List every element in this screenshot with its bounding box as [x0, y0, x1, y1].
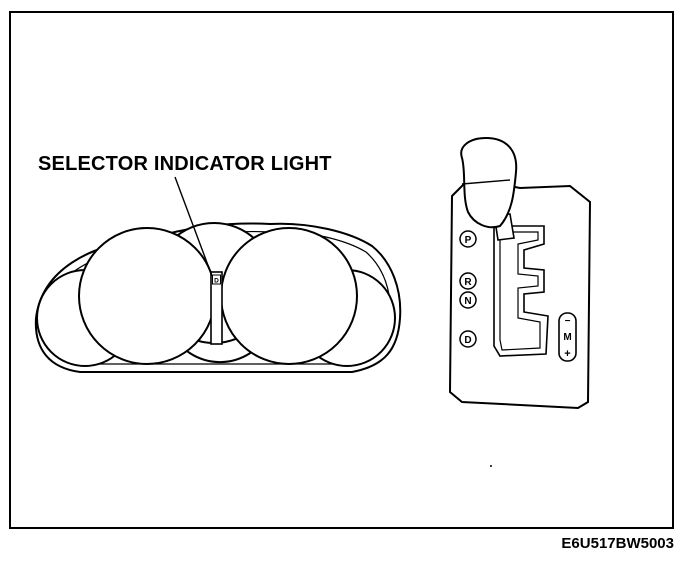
tachometer [220, 227, 358, 365]
gate-label-p: P [465, 235, 472, 246]
gate-marker-n [459, 291, 477, 309]
shift-knob-highlight [461, 179, 511, 185]
gate-position-markers [459, 230, 477, 348]
manual-gate-track [558, 312, 577, 362]
scan-speck [490, 465, 492, 467]
manual-minus-label: − [565, 316, 571, 327]
manual-mode-label: M [563, 332, 571, 343]
gate-marker-p [459, 230, 477, 248]
gate-marker-d [459, 330, 477, 348]
selector-indicator-window [212, 274, 221, 285]
gate-marker-r [459, 272, 477, 290]
figure-id: E6U517BW5003 [561, 535, 674, 552]
selector-indicator-callout: SELECTOR INDICATOR LIGHT [38, 153, 332, 175]
indicator-letter: D [214, 278, 219, 285]
gate-label-d: D [464, 335, 471, 346]
selector-indicator-light [210, 271, 223, 345]
callout-leader-line [174, 176, 213, 277]
shift-knob [460, 136, 518, 229]
gate-position-labels: P R N D [464, 235, 472, 346]
gate-label-r: R [464, 277, 472, 288]
instrument-cluster: D [34, 176, 402, 373]
gate-label-n: N [464, 296, 471, 307]
shift-gate-slot-inner [499, 231, 541, 351]
speedometer [78, 227, 216, 365]
manual-gate: − M + [558, 312, 577, 362]
shift-lever-assembly [448, 136, 592, 410]
manual-plus-label: + [564, 348, 570, 360]
